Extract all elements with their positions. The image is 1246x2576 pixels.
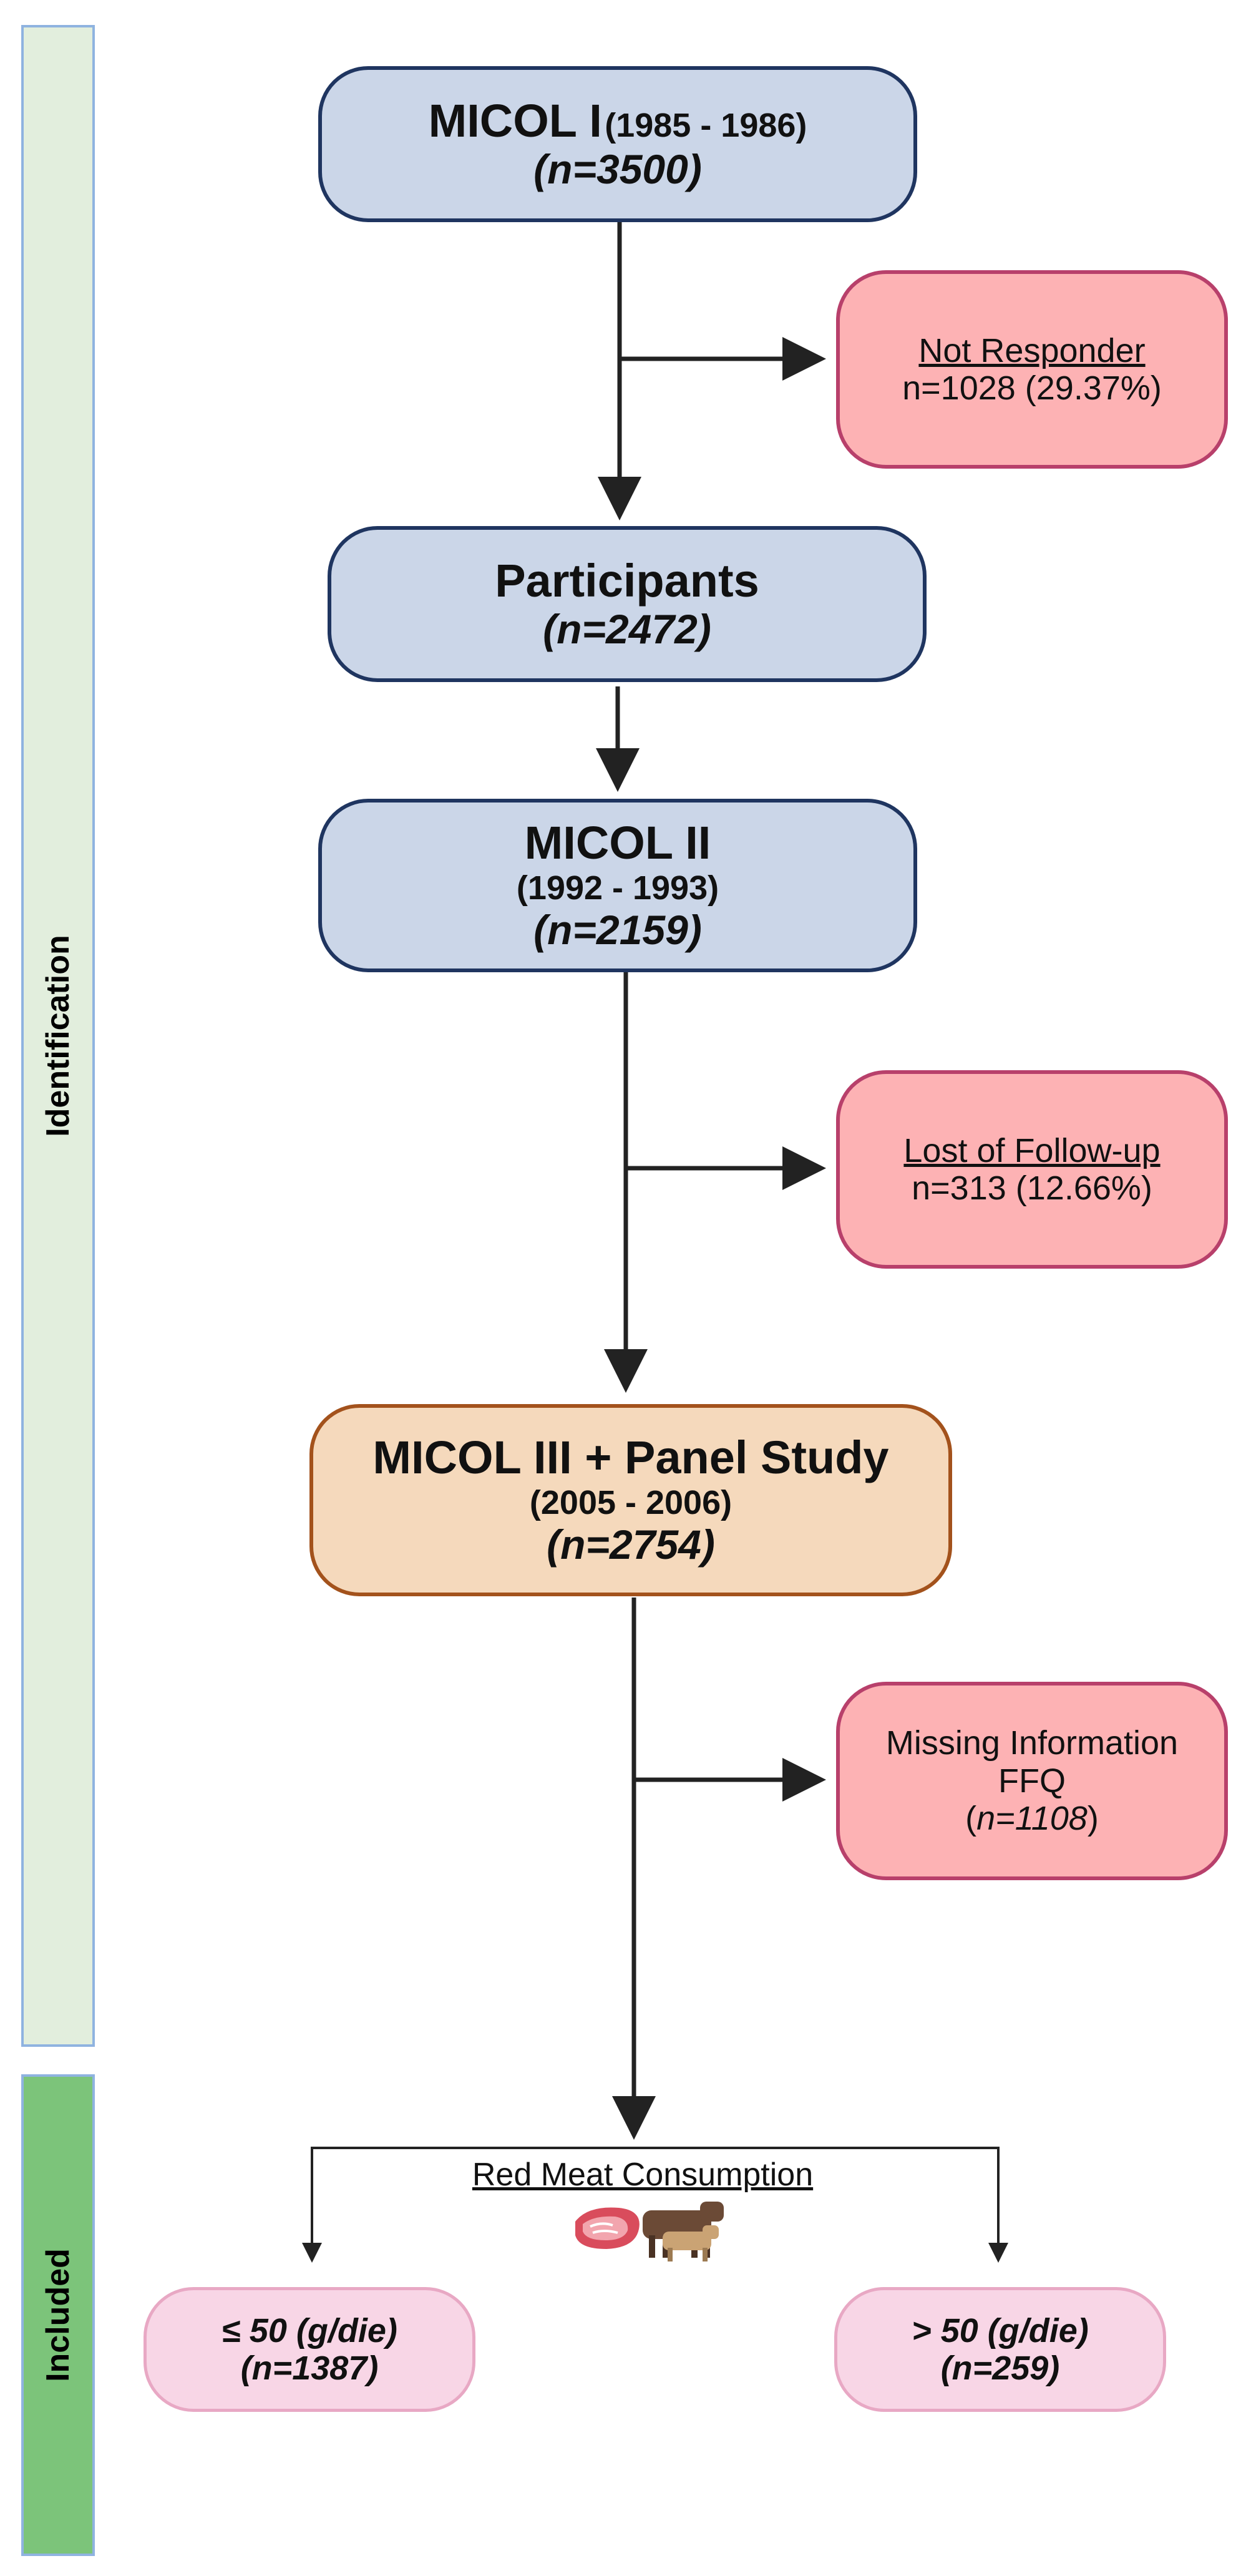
lost-followup-value: n=313 (12.66%)	[912, 1169, 1152, 1207]
not-responder-box: Not Responder n=1028 (29.37%)	[836, 270, 1228, 469]
missing-info-box: Missing Information FFQ (n=1108)	[836, 1682, 1228, 1880]
participants-box: Participants (n=2472)	[328, 526, 927, 682]
micol3-box: MICOL III + Panel Study (2005 - 2006) (n…	[309, 1404, 952, 1596]
missing-info-close: )	[1087, 1800, 1099, 1838]
micol1-years: (1985 - 1986)	[605, 106, 807, 144]
missing-info-open: (	[965, 1800, 977, 1838]
low-meat-n: (n=1387)	[240, 2349, 379, 2387]
branch-right	[634, 2147, 1008, 2263]
branch-left	[302, 2147, 634, 2263]
high-meat-label: > 50 (g/die)	[912, 2311, 1089, 2349]
low-meat-box: ≤ 50 (g/die) (n=1387)	[144, 2287, 475, 2412]
missing-info-line2: FFQ	[998, 1762, 1066, 1800]
meat-and-cattle-icon	[575, 2202, 724, 2261]
micol1-box: MICOL I (1985 - 1986) (n=3500)	[318, 66, 917, 222]
micol2-years: (1992 - 1993)	[516, 869, 719, 907]
micol3-title: MICOL III + Panel Study	[372, 1432, 889, 1484]
high-meat-n: (n=259)	[940, 2349, 1060, 2387]
lost-followup-box: Lost of Follow-up n=313 (12.66%)	[836, 1070, 1228, 1269]
identification-sidebar: Identification	[21, 25, 95, 2047]
low-meat-label: ≤ 50 (g/die)	[221, 2311, 397, 2349]
missing-info-line1: Missing Information	[885, 1724, 1179, 1762]
not-responder-value: n=1028 (29.37%)	[902, 369, 1162, 407]
micol3-years: (2005 - 2006)	[529, 1484, 733, 1522]
micol2-title: MICOL II	[524, 817, 711, 869]
micol2-n: (n=2159)	[533, 906, 702, 953]
not-responder-heading: Not Responder	[918, 331, 1146, 369]
micol3-n: (n=2754)	[547, 1521, 715, 1568]
high-meat-box: > 50 (g/die) (n=259)	[834, 2287, 1166, 2412]
micol1-n: (n=3500)	[533, 146, 702, 193]
micol1-title: MICOL I	[428, 94, 602, 147]
red-meat-consumption-label: Red Meat Consumption	[462, 2156, 824, 2193]
participants-title: Participants	[495, 554, 759, 607]
included-sidebar: Included	[21, 2074, 95, 2556]
missing-info-n: n=1108	[976, 1800, 1088, 1838]
lost-followup-heading: Lost of Follow-up	[903, 1131, 1161, 1169]
participants-n: (n=2472)	[543, 606, 711, 653]
micol2-box: MICOL II (1992 - 1993) (n=2159)	[318, 799, 917, 972]
